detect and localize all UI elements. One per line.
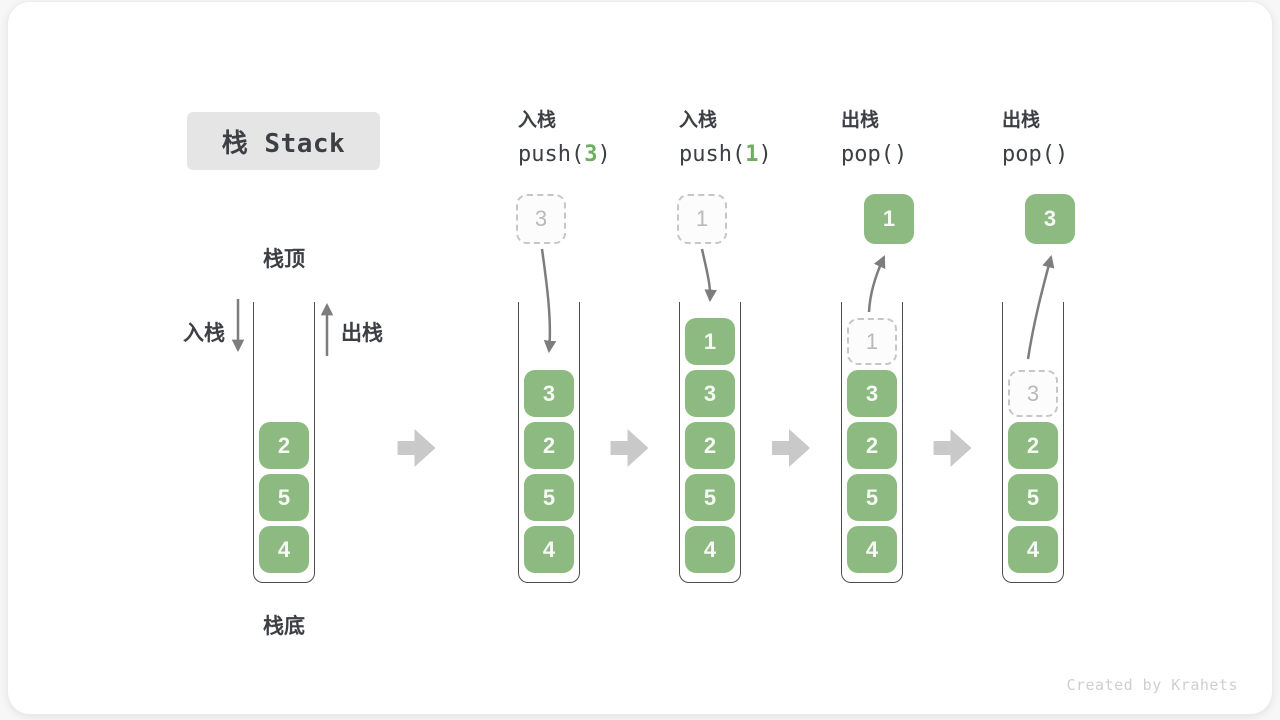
canvas-card — [8, 2, 1272, 714]
stack-element-push-3: 4 — [524, 526, 574, 573]
stack-element-initial: 5 — [259, 474, 309, 521]
stack-bottom-label: 栈底 — [263, 615, 305, 638]
stack-element-push-1: 3 — [685, 370, 735, 417]
page-title: 栈 Stack — [221, 128, 346, 159]
stack-element-push-3: 5 — [524, 474, 574, 521]
stack-container-initial — [253, 302, 315, 583]
stack-element-pop-1: 5 — [847, 474, 897, 521]
stack-element-pop-2: 4 — [1008, 526, 1058, 573]
ghost-stack-element-pop-2: 3 — [1008, 370, 1058, 417]
stack-container-pop-1 — [841, 302, 903, 583]
title-box: 栈 Stack — [187, 112, 380, 170]
stack-top-label: 栈顶 — [263, 248, 305, 271]
operation-code-label: pop() — [841, 142, 908, 167]
popped-element-pop-1: 1 — [864, 194, 914, 244]
stack-element-push-1: 5 — [685, 474, 735, 521]
watermark: Created by Krahets — [1066, 676, 1238, 694]
stack-element-pop-2: 5 — [1008, 474, 1058, 521]
operation-code-label: pop() — [1002, 142, 1069, 167]
operation-name-label: 入栈 — [518, 110, 557, 131]
stack-element-push-1: 4 — [685, 526, 735, 573]
push-side-label: 入栈 — [183, 322, 225, 345]
stack-element-push-1: 1 — [685, 318, 735, 365]
ghost-stack-element-pop-1: 1 — [847, 318, 897, 365]
stack-element-push-3: 2 — [524, 422, 574, 469]
operation-header-push-3: 入栈 push(3) — [518, 105, 611, 167]
stack-element-push-1: 2 — [685, 422, 735, 469]
stack-container-pop-2 — [1002, 302, 1064, 583]
operation-name-label: 入栈 — [679, 110, 718, 131]
stack-element-initial: 4 — [259, 526, 309, 573]
stack-element-pop-1: 4 — [847, 526, 897, 573]
operation-header-push-1: 入栈 push(1) — [679, 105, 772, 167]
operation-code-label: push(3) — [518, 142, 611, 167]
stack-element-pop-2: 2 — [1008, 422, 1058, 469]
incoming-element-push-1: 1 — [677, 194, 727, 244]
stack-element-push-3: 3 — [524, 370, 574, 417]
stack-element-initial: 2 — [259, 422, 309, 469]
operation-header-pop-2: 出栈 pop() — [1002, 105, 1068, 167]
stack-element-pop-1: 2 — [847, 422, 897, 469]
operation-header-pop-1: 出栈 pop() — [841, 105, 907, 167]
operation-name-label: 出栈 — [841, 110, 880, 131]
popped-element-pop-2: 3 — [1025, 194, 1075, 244]
stack-container-push-3 — [518, 302, 580, 583]
operation-code-label: push(1) — [679, 142, 772, 167]
stack-element-pop-1: 3 — [847, 370, 897, 417]
incoming-element-push-3: 3 — [516, 194, 566, 244]
stack-container-push-1 — [679, 302, 741, 583]
operation-name-label: 出栈 — [1002, 110, 1041, 131]
pop-side-label: 出栈 — [341, 322, 383, 345]
